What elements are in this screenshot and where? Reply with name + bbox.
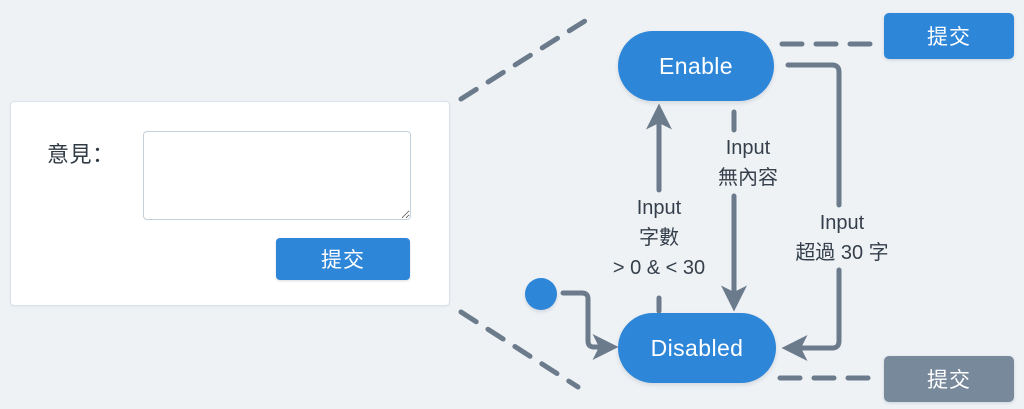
transition-label-empty-input-line2: 無內容 <box>718 167 778 189</box>
transition-label-char-count-line1: Input <box>636 197 682 219</box>
transition-label-char-count: Input 字數 > 0 & < 30 <box>588 193 730 283</box>
submit-preview-enabled[interactable]: 提交 <box>884 13 1014 59</box>
opinion-label: 意見： <box>47 142 115 167</box>
transition-label-overflow-line2: 超過 30 字 <box>795 242 889 264</box>
submit-preview-enabled-label: 提交 <box>927 26 971 49</box>
enable-to-disabled-overflow-arrow <box>781 267 842 361</box>
initial-state-dot <box>525 278 557 310</box>
state-node-disabled[interactable]: Disabled <box>618 313 776 383</box>
state-node-enable[interactable]: Enable <box>618 31 774 101</box>
state-label-disabled: Disabled <box>650 334 744 361</box>
transition-label-char-count-line3: > 0 & < 30 <box>612 257 706 279</box>
form-submit-button[interactable]: 提交 <box>276 238 410 280</box>
callout-line-top <box>458 11 599 102</box>
transition-label-empty-input-line1: Input <box>725 137 771 159</box>
opinion-textarea[interactable] <box>143 131 411 220</box>
transition-label-char-count-line2: 字數 <box>639 227 679 249</box>
state-label-enable: Enable <box>658 52 734 79</box>
initial-transition-arrow <box>560 290 619 360</box>
callout-line-bottom <box>458 309 581 390</box>
transition-label-overflow: Input 超過 30 字 <box>768 208 916 268</box>
transition-label-overflow-line1: Input <box>819 212 865 234</box>
transition-label-empty-input: Input 無內容 <box>688 133 808 193</box>
submit-preview-disabled-label: 提交 <box>927 369 971 392</box>
submit-preview-disabled: 提交 <box>884 356 1014 402</box>
